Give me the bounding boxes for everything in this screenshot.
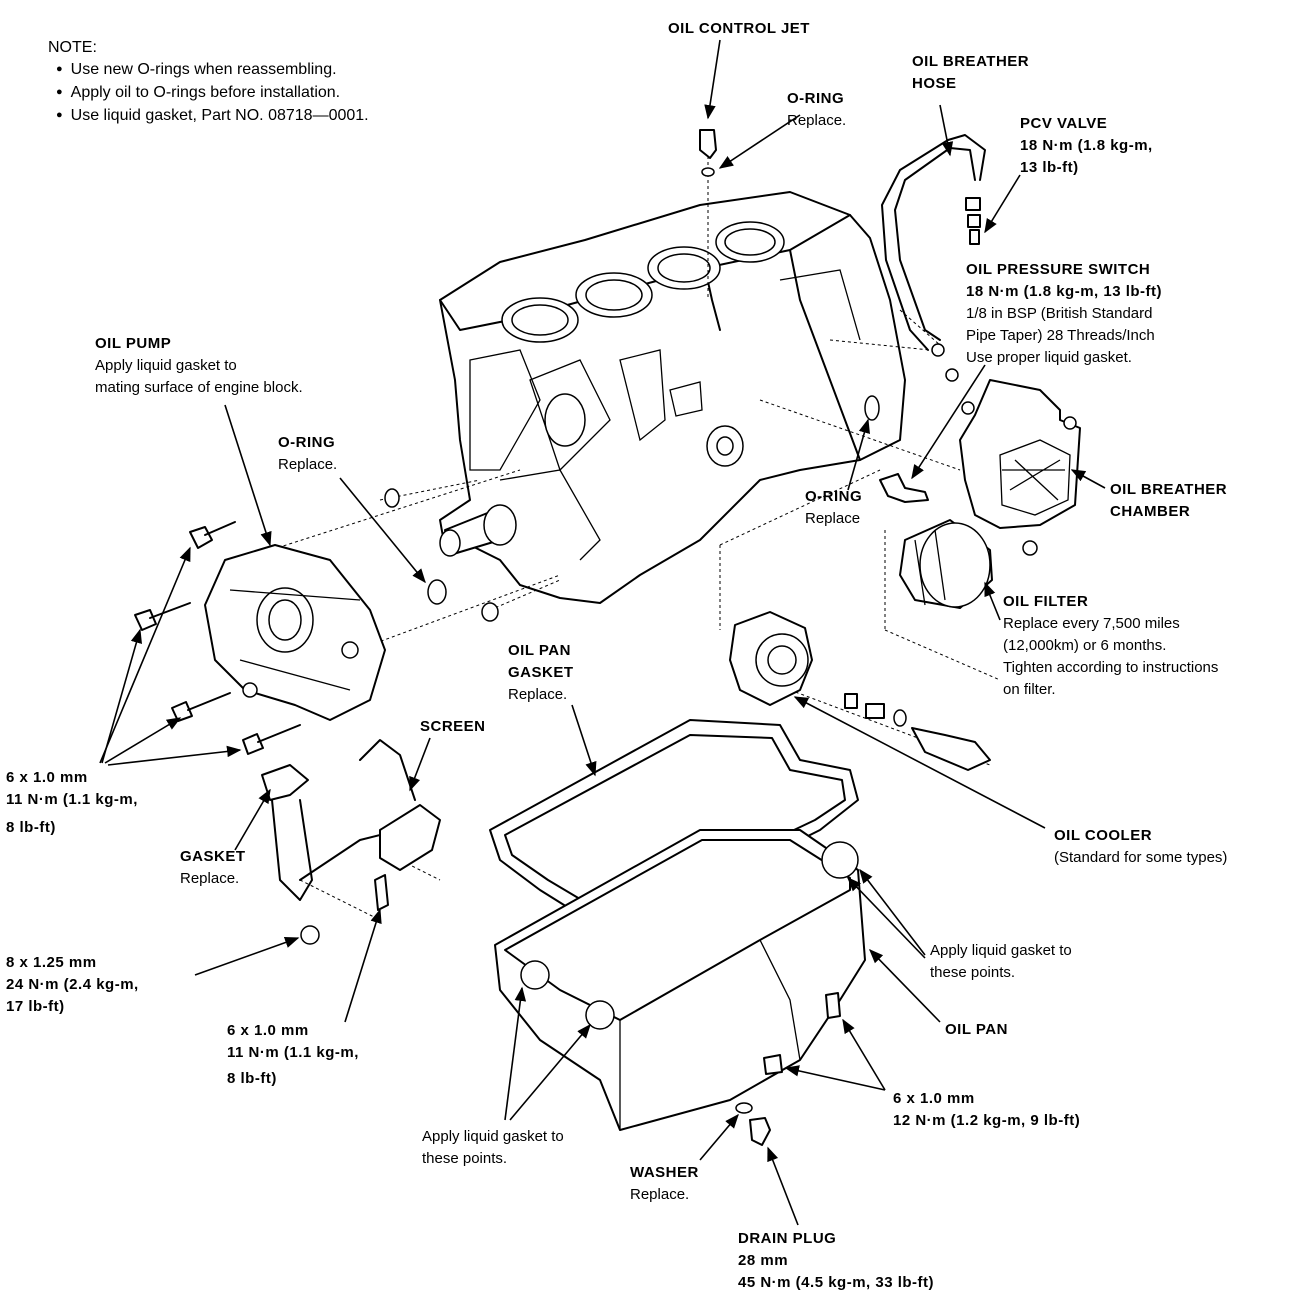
- note-item: Apply oil to O-rings before installation…: [48, 82, 369, 105]
- oil-pressure-switch: [879, 473, 929, 503]
- label-o-ring-left: O-RING Replace.: [278, 434, 338, 473]
- oil-pan-gasket: [489, 719, 859, 921]
- label-oil-filter: OIL FILTER Replace every 7,500 miles (12…: [1003, 593, 1219, 698]
- label-oil-cooler: OIL COOLER (Standard for some types): [1054, 827, 1228, 866]
- label-bolt-left: 6 x 1.0 mm 11 N·m (1.1 kg-m, 8 lb-ft): [6, 769, 138, 836]
- label-oil-breather-hose: OIL BREATHER HOSE: [912, 53, 1030, 92]
- note-block: NOTE: Use new O-rings when reassembling.…: [48, 37, 369, 128]
- oil-screen: [261, 739, 441, 945]
- o-rings: [384, 488, 499, 622]
- engine-block: [439, 191, 906, 604]
- label-gasket: GASKET Replace.: [180, 848, 246, 887]
- label-o-ring-top: O-RING Replace.: [787, 90, 847, 129]
- label-drain-plug: DRAIN PLUG 28 mm 45 N·m (4.5 kg-m, 33 lb…: [738, 1230, 935, 1291]
- note-heading: NOTE:: [48, 39, 97, 56]
- oil-filter: [899, 519, 993, 609]
- label-apply-gasket-right: Apply liquid gasket to these points.: [930, 942, 1072, 981]
- note-item: Use new O-rings when reassembling.: [48, 59, 369, 82]
- label-pcv-valve: PCV VALVE 18 N·m (1.8 kg-m, 13 lb-ft): [1020, 115, 1153, 176]
- oil-pump: [204, 544, 386, 721]
- note-item: Use liquid gasket, Part NO. 08718—0001.: [48, 105, 369, 128]
- label-bolt-mid: 6 x 1.0 mm 11 N·m (1.1 kg-m, 8 lb-ft): [227, 1022, 359, 1087]
- label-oil-pan-gasket: OIL PAN GASKET Replace.: [508, 642, 574, 703]
- oil-cooler: [729, 611, 991, 771]
- label-oil-pump: OIL PUMP Apply liquid gasket to mating s…: [95, 335, 303, 396]
- label-oil-breather-chamber: OIL BREATHER CHAMBER: [1110, 481, 1228, 520]
- label-bolt-right: 6 x 1.0 mm 12 N·m (1.2 kg-m, 9 lb-ft): [893, 1090, 1081, 1129]
- oil-breather-chamber: [931, 343, 1081, 556]
- pcv-valve: [965, 197, 981, 245]
- oil-pan: [494, 829, 866, 1146]
- label-oil-control-jet: OIL CONTROL JET: [668, 20, 810, 37]
- oil-control-jet: [699, 129, 717, 177]
- label-oil-pan: OIL PAN: [945, 1021, 1008, 1038]
- label-washer: WASHER Replace.: [630, 1164, 699, 1203]
- label-screen: SCREEN: [420, 718, 486, 735]
- oil-breather-hose: [881, 134, 986, 351]
- pump-bolts: [134, 521, 301, 755]
- label-bolt-8x125: 8 x 1.25 mm 24 N·m (2.4 kg-m, 17 lb-ft): [6, 954, 139, 1015]
- label-apply-gasket-left: Apply liquid gasket to these points.: [422, 1128, 564, 1167]
- label-o-ring-mid: O-RING Replace: [805, 488, 863, 527]
- leader-arrows: [99, 39, 1106, 1226]
- label-oil-pressure-switch: OIL PRESSURE SWITCH 18 N·m (1.8 kg-m, 13…: [966, 261, 1163, 366]
